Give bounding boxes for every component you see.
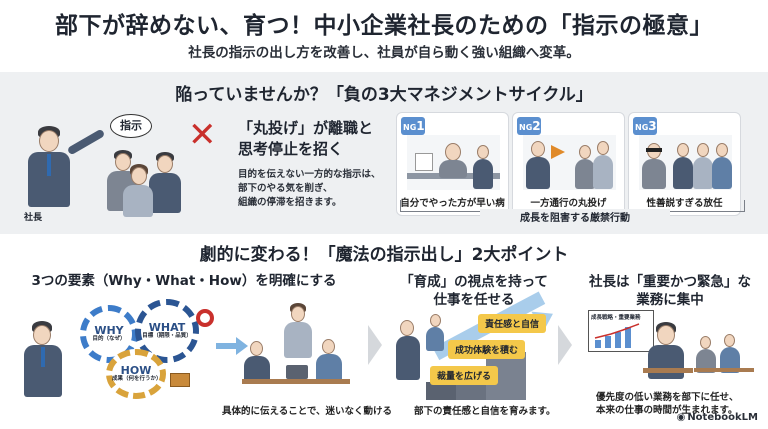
ng-card-2: NG2 一方通行の丸投げ: [512, 112, 625, 216]
problem-claim: 「丸投げ」が離職と 思考停止を招く: [238, 118, 373, 160]
desc-line-2: 部下のやる気を削ぎ、: [238, 182, 333, 194]
ng-caption-2: 一方通行の丸投げ: [530, 198, 607, 209]
desc-line-1: 目的を伝えない一方的な指示は、: [238, 169, 381, 180]
solution-heading: 劇的に変わる！「魔法の指示出し」2大ポイント: [199, 245, 569, 265]
point3-heading-line-2: 業務に集中: [636, 292, 704, 309]
cross-icon: ✕: [188, 115, 217, 155]
desc-line-3: 組織の停滞を招きます。: [238, 196, 342, 208]
claim-line-2: 思考停止を招く: [238, 140, 344, 158]
boxes-icon: [170, 373, 190, 387]
notebooklm-logo: ◉NotebookLM: [676, 412, 758, 423]
point2-illustration: 責任感と自信 成功体験を積む 裁量を広げる: [396, 291, 559, 402]
megaphone-icon: [551, 145, 565, 159]
problem-heading: 陥っていませんか？「負の3大マネジメントサイクル」: [175, 85, 593, 105]
step-responsibility: 責任感と自信: [478, 314, 547, 333]
ceo-label: 社長: [24, 213, 43, 223]
ceo-illustration: 指示 社長: [10, 112, 185, 224]
point1-heading: 3つの要素（Why・What・How）を明確にする: [31, 273, 337, 289]
point2-heading-line-2: 仕事を任せる: [433, 292, 515, 309]
point3-heading: 社長は「重要かつ緊急」な 業務に集中: [580, 273, 760, 309]
claim-line-1: 「丸投げ」が離職と: [238, 119, 374, 137]
target-icon: [196, 309, 214, 327]
point1-illustration: WHY 目的（なぜ） WHAT 目標（期限・品質） HOW 成果（何を行うか）: [20, 293, 360, 401]
page-subtitle: 社長の指示の出し方を改善し、社員が自ら動く強い組織へ変革。: [188, 45, 580, 61]
ng-bracket-label: 成長を阻害する厳禁行動: [480, 209, 670, 224]
point2-heading: 「育成」の視点を持って 仕事を任せる: [394, 273, 554, 309]
point2-heading-line-1: 「育成」の視点を持って: [400, 274, 548, 290]
point3-footer-line-2: 本来の仕事の時間が生まれます。: [596, 404, 738, 416]
chevron-1-icon: [368, 325, 382, 365]
laptop-icon: [286, 365, 308, 379]
logo-icon: ◉: [676, 412, 686, 423]
instruction-bubble: 指示: [110, 114, 152, 138]
point3-heading-line-1: 社長は「重要かつ緊急」な: [589, 274, 751, 290]
problem-description: 目的を伝えない一方的な指示は、 部下のやる気を削ぎ、 組織の停滞を招きます。: [238, 168, 381, 209]
point1-footer: 具体的に伝えることで、迷いなく動ける: [222, 406, 393, 417]
ng-scene-blindfold: [639, 135, 732, 190]
ng-card-1: NG1 自分でやった方が早い病: [396, 112, 509, 216]
point3-illustration: 成長戦略・重要業務: [588, 310, 758, 382]
ng-caption-1: 自分でやった方が早い病: [400, 198, 505, 209]
chevron-2-icon: [558, 325, 572, 365]
step-discretion: 裁量を広げる: [430, 366, 499, 385]
ng-badge: NG1: [401, 117, 425, 135]
ng-caption-3: 性善説すぎる放任: [646, 198, 723, 209]
point3-footer: 優先度の低い業務を部下に任せ、 本来の仕事の時間が生まれます。: [596, 392, 739, 418]
point2-footer: 部下の責任感と自信を育みます。: [414, 406, 556, 417]
page-title: 部下が辞めない、育つ！中小企業社長のための「指示の極意」: [55, 13, 713, 39]
gear-how: HOW 成果（何を行うか）: [106, 349, 166, 399]
ng-badge: NG2: [517, 117, 541, 135]
ng-badge: NG3: [633, 117, 657, 135]
point3-footer-line-1: 優先度の低い業務を部下に任せ、: [596, 392, 739, 403]
step-success: 成功体験を積む: [448, 340, 526, 359]
ng-scene-megaphone: [523, 135, 616, 190]
ng-scene-stressed-worker: [407, 135, 500, 190]
arrow-right-icon: [216, 343, 238, 349]
strategy-board: 成長戦略・重要業務: [588, 310, 654, 352]
chart-growth-icon: [594, 323, 640, 348]
ng-card-3: NG3 性善説すぎる放任: [628, 112, 741, 216]
strategy-board-label: 成長戦略・重要業務: [591, 315, 641, 321]
